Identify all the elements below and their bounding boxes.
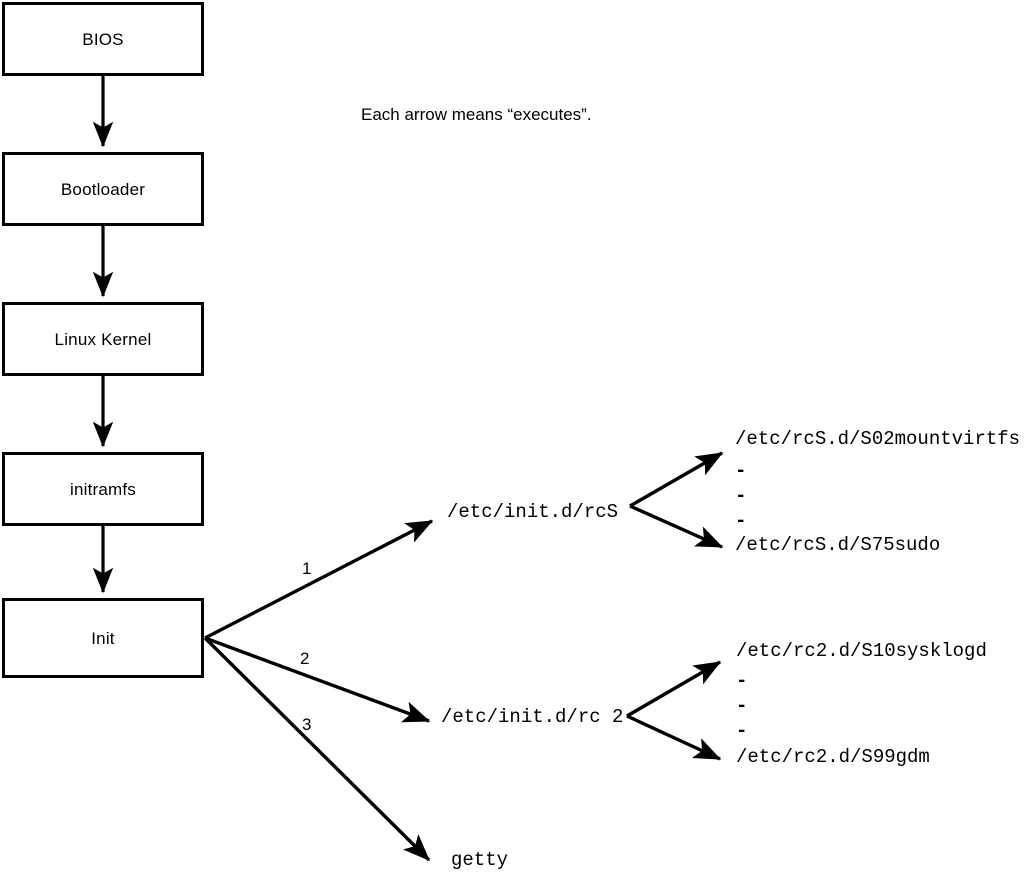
rc2-ellipsis-dash-1: - <box>736 670 748 692</box>
arrow-rc2-to-last-script <box>626 714 722 761</box>
arrow-rc2-to-first-script <box>626 660 722 718</box>
node-bios-label: BIOS <box>82 29 124 49</box>
node-linux-kernel[interactable]: Linux Kernel <box>2 302 204 376</box>
node-etc-init-d-rc-2[interactable]: /etc/init.d/rc 2 <box>441 706 624 728</box>
arrow-init-to-rc2 <box>204 636 431 723</box>
script-rcS-first[interactable]: /etc/rcS.d/S02mountvirtfs <box>735 428 1021 450</box>
node-init[interactable]: Init <box>2 598 204 678</box>
script-rc2-first[interactable]: /etc/rc2.d/S10sysklogd <box>736 640 987 662</box>
rc2-ellipsis-dash-2: - <box>736 695 748 717</box>
node-bios[interactable]: BIOS <box>2 2 204 76</box>
rc2-ellipsis-dash-3: - <box>736 720 748 742</box>
script-rcS-last[interactable]: /etc/rcS.d/S75sudo <box>735 534 941 556</box>
script-rc2-last[interactable]: /etc/rc2.d/S99gdm <box>736 746 930 768</box>
node-bootloader[interactable]: Bootloader <box>2 152 204 226</box>
node-initramfs-label: initramfs <box>69 479 137 499</box>
arrow-init-to-getty <box>203 636 431 862</box>
node-etc-init-d-rcS[interactable]: /etc/init.d/rcS <box>447 501 619 523</box>
arrow-rcS-to-first-script <box>629 451 724 508</box>
rcS-ellipsis-dash-2: - <box>735 485 747 507</box>
edge-number-3: 3 <box>302 715 312 734</box>
node-initramfs[interactable]: initramfs <box>2 452 204 526</box>
arrow-rcS-to-last-script <box>629 504 724 549</box>
node-init-label: Init <box>91 628 115 648</box>
node-linux-kernel-label: Linux Kernel <box>54 329 152 349</box>
node-bootloader-label: Bootloader <box>60 179 146 199</box>
rcS-ellipsis-dash-1: - <box>735 460 747 482</box>
legend-note: Each arrow means “executes”. <box>361 105 592 124</box>
arrow-init-to-rcS <box>204 519 434 640</box>
edge-number-2: 2 <box>300 649 310 668</box>
rcS-ellipsis-dash-3: - <box>735 510 747 532</box>
node-getty[interactable]: getty <box>451 849 509 871</box>
edge-number-1: 1 <box>302 559 312 578</box>
